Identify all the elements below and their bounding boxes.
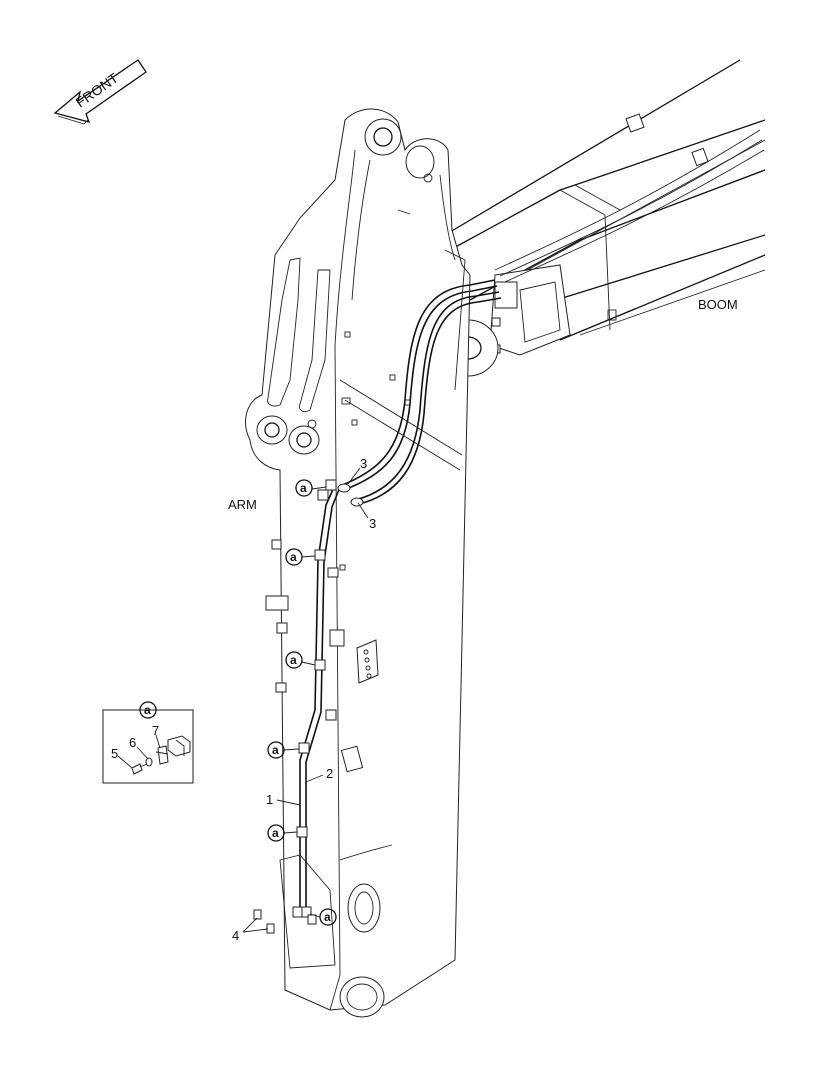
callout-pipe-1: 1 [266,792,273,807]
leader-lines [242,467,369,933]
svg-text:a: a [290,653,297,667]
clamp-marker: a [285,548,303,566]
svg-text:a: a [290,550,297,564]
callout-pipe-2: 2 [326,766,333,781]
detail-inset: a 5 6 7 [102,701,194,784]
callout-bolt-5: 5 [111,746,118,761]
arm-pipes [253,484,341,934]
svg-text:a: a [272,826,279,840]
front-direction-arrow: FRONT [53,59,147,125]
clamp-marker: a [267,741,285,759]
clamp-marker: a [285,651,303,669]
svg-text:a: a [300,481,307,495]
clamp-marker: a [319,908,337,926]
callout-fitting-4: 4 [232,928,239,943]
pipe-1 [299,484,336,912]
hoses-3 [325,279,502,507]
callout-clamp-7: 7 [152,723,159,738]
callout-hose-3-lower: 3 [369,516,376,531]
front-label: FRONT [73,69,122,110]
clamp-marker: a [267,824,285,842]
svg-text:a: a [324,910,331,924]
svg-text:a: a [272,743,279,757]
clamp-marker: a [295,479,313,497]
arm-label: ARM [228,497,257,512]
arm-structure [245,108,471,1018]
boom-structure [437,59,766,377]
callout-washer-6: 6 [129,735,136,750]
boom-label: BOOM [698,297,738,312]
inset-marker: a [144,703,151,717]
callout-hose-3-upper: 3 [360,456,367,471]
pipe-2 [305,486,341,912]
